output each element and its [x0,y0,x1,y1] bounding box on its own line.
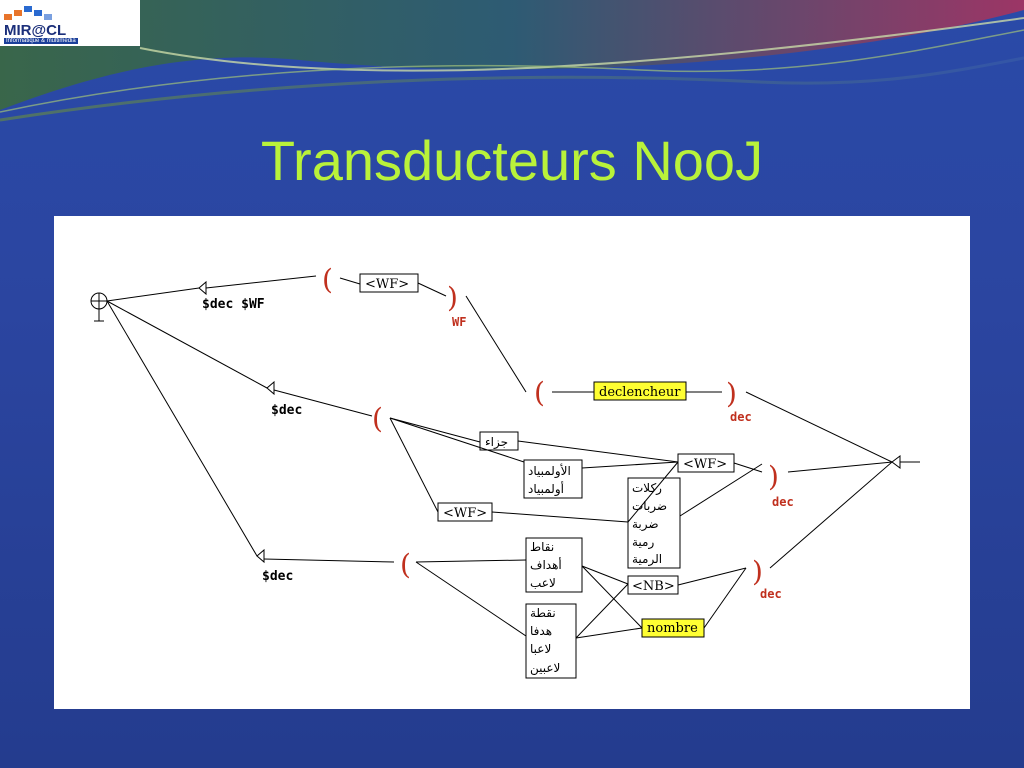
node-wf-mid: <WF> [683,457,727,472]
node-shots-0: ركلات [632,481,662,496]
var-marker-icon [198,280,207,296]
paren-open-top: ( [322,263,333,296]
nooj-graph: ( ) ( ) ( ) ( ) WF dec dec dec $dec $WF … [90,263,920,679]
paren-open-mid: ( [372,402,383,435]
node-declencheur: declencheur [599,385,681,400]
node-points-box [525,537,583,593]
graph-panel: ( ) ( ) ( ) ( ) WF dec dec dec $dec $WF … [54,216,970,709]
paren-close-bottom: ) [752,555,763,588]
paren-close-wf: ) [447,281,458,314]
node-points2-box [525,603,577,679]
var-label-dec-mid: $dec [271,403,302,418]
paren-open-decl: ( [534,376,545,409]
paren-close-mid: ) [768,460,779,493]
node-nb: <NB> [632,579,675,594]
var-label-dec-wf: $dec $WF [202,297,265,312]
node-juz: جزاء [485,435,508,450]
logo: MIR@CL Informatique & multimedia [0,0,140,46]
output-dec-bottom: dec [760,587,782,601]
var-marker-icon [256,548,265,564]
node-shots-box [627,477,681,569]
node-shots-3: رمية [632,535,654,550]
node-points-1: أهداف [530,557,562,572]
node-wf-top: <WF> [365,277,409,292]
node-shots-1: ضربات [632,499,667,514]
node-wf-left: <WF> [443,506,487,521]
node-nombre: nombre [647,621,698,636]
var-label-dec-bottom: $dec [262,569,293,584]
node-points2-2: لاعبا [530,642,551,656]
output-dec-decl: dec [730,410,752,424]
node-nombre-box [641,618,705,638]
node-points2-1: هدفا [530,624,552,638]
logo-squares-icon [4,6,52,20]
node-olympiad-0: الأولمبياد [528,463,571,479]
output-dec-mid: dec [772,495,794,509]
var-marker-icon [266,380,275,396]
node-points2-0: نقطة [530,606,556,620]
paren-open-bottom: ( [400,548,411,581]
logo-subtitle: Informatique & multimedia [4,38,78,44]
node-olympiad-1: أولمبياد [528,481,564,497]
node-olympiad-box [523,459,583,499]
node-shots-2: ضربة [632,517,659,532]
output-wf: WF [452,315,466,329]
end-node-icon [891,455,901,469]
logo-text: MIR@CL [4,22,67,39]
header-wave-band [0,0,1024,122]
node-points-2: لاعب [530,576,556,590]
node-points2-3: لاعبين [530,661,560,676]
node-shots-4: الرمية [632,552,662,567]
slide-title: Transducteurs NooJ [260,129,764,192]
paren-close-decl: ) [726,377,737,410]
node-points-0: نقاط [530,540,554,554]
node-declencheur-box [593,381,687,401]
